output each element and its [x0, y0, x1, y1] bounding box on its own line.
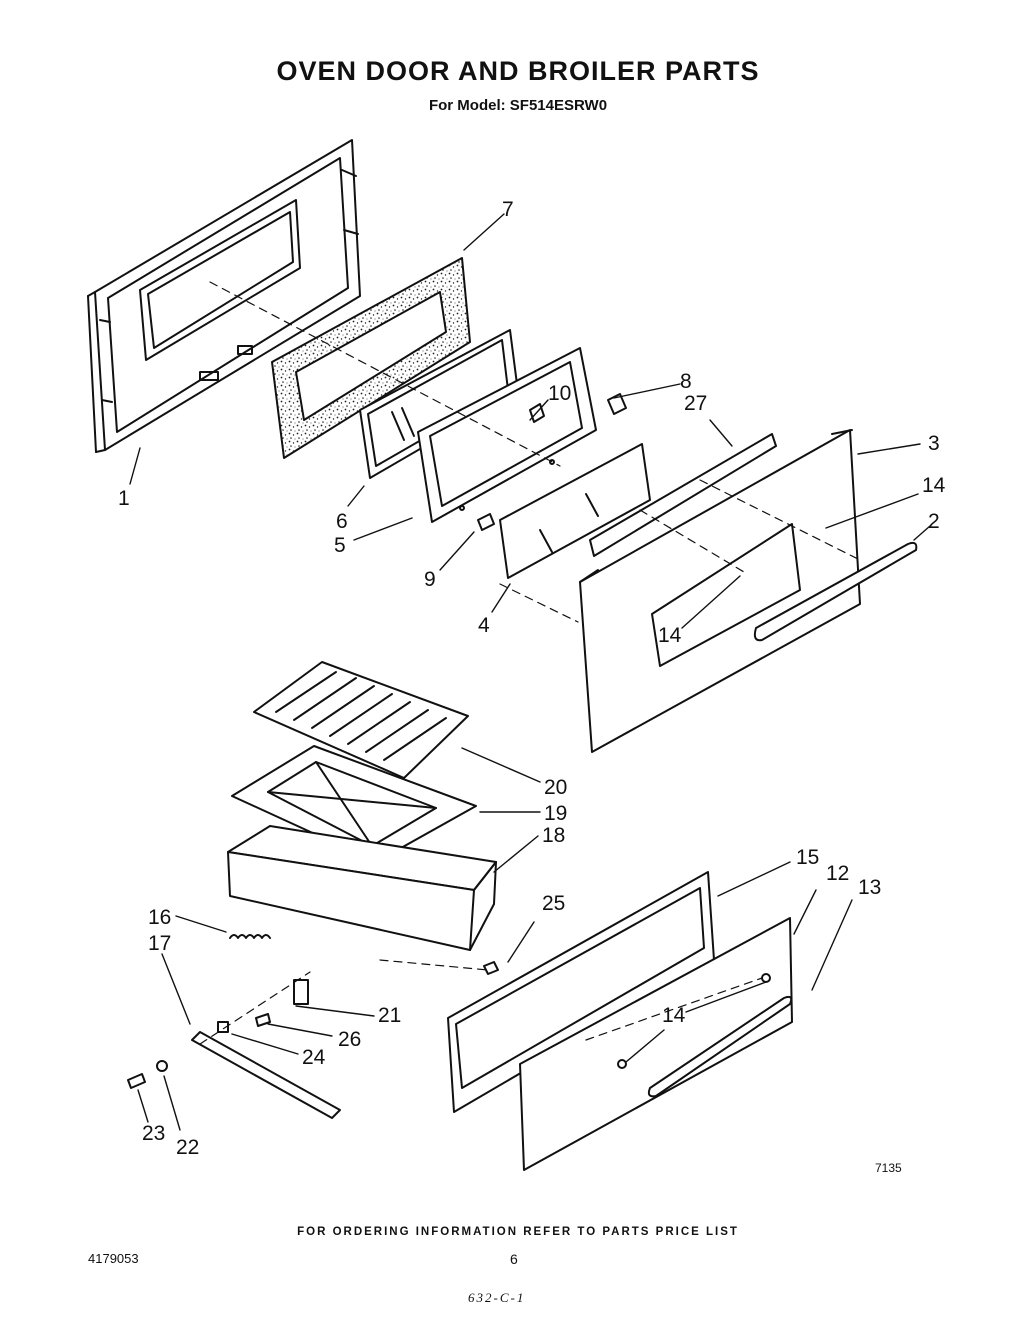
broiler-grid — [253, 661, 469, 779]
callout-26: 26 — [338, 1028, 361, 1051]
vent-trim — [589, 433, 777, 557]
callout-6: 6 — [336, 510, 348, 533]
callout-16: 16 — [148, 906, 171, 929]
callout-7: 7 — [502, 198, 514, 221]
callout-2: 2 — [928, 510, 940, 533]
figure-code: 7135 — [875, 1161, 902, 1175]
callout-18: 18 — [542, 824, 565, 847]
callout-12: 12 — [826, 862, 849, 885]
callout-15: 15 — [796, 846, 819, 869]
callout-24: 24 — [302, 1046, 326, 1069]
model-subtitle: For Model: SF514ESRW0 — [428, 97, 608, 114]
window-frame — [417, 347, 597, 523]
broiler-drawer-panels — [447, 871, 793, 1171]
outer-door-panel — [579, 429, 861, 753]
broiler-pan — [227, 825, 497, 951]
callout-10: 10 — [548, 382, 571, 405]
broiler-hardware — [127, 934, 499, 1119]
callout-22: 22 — [176, 1136, 199, 1159]
callout-labels: 1 2 3 4 5 6 7 8 9 10 27 14 14 12 13 14 1… — [118, 198, 946, 1159]
callout-17: 17 — [148, 932, 171, 955]
callout-14-c: 14 — [662, 1004, 686, 1027]
callout-9: 9 — [424, 568, 436, 591]
callout-5: 5 — [334, 534, 346, 557]
callout-3: 3 — [928, 432, 940, 455]
handwritten-note: 632-C-1 — [468, 1290, 526, 1305]
ordering-note: FOR ORDERING INFORMATION REFER TO PARTS … — [297, 1226, 739, 1238]
callout-8: 8 — [680, 370, 692, 393]
callout-19: 19 — [544, 802, 567, 825]
inner-door-panel — [87, 139, 361, 453]
callout-14-a: 14 — [922, 474, 946, 497]
leader-lines — [129, 213, 931, 1131]
callout-1: 1 — [118, 487, 130, 510]
callout-27: 27 — [684, 392, 707, 415]
document-number: 4179053 — [88, 1251, 139, 1266]
callout-4: 4 — [478, 614, 490, 637]
callout-25: 25 — [542, 892, 565, 915]
page-number: 6 — [510, 1251, 518, 1267]
door-handle — [753, 541, 918, 642]
callout-21: 21 — [378, 1004, 401, 1027]
callout-14-b: 14 — [658, 624, 682, 647]
callout-20: 20 — [544, 776, 567, 799]
callout-23: 23 — [142, 1122, 165, 1145]
page-title: OVEN DOOR AND BROILER PARTS — [276, 56, 760, 86]
alignment-lines — [199, 281, 861, 1045]
outer-door-glass — [499, 443, 651, 579]
door-insulation — [271, 257, 471, 459]
callout-13: 13 — [858, 876, 881, 899]
